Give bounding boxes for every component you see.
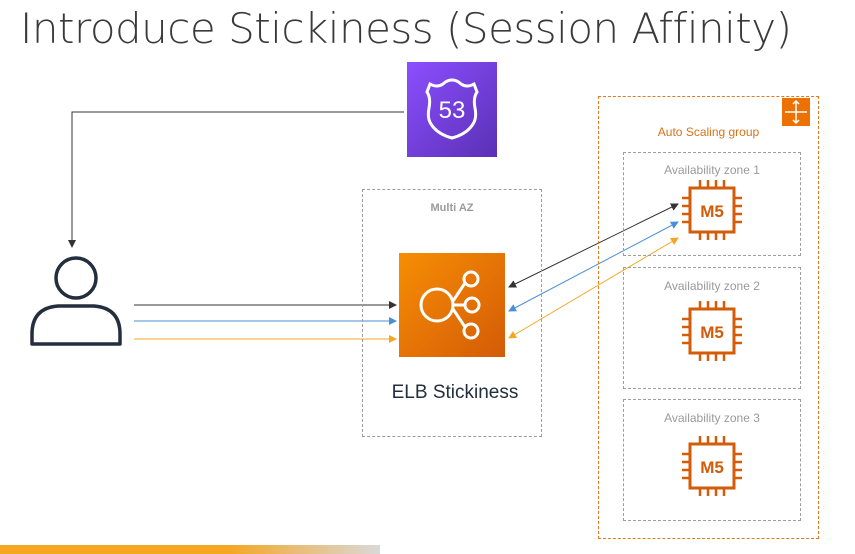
ec2-m5-label: M5 — [700, 202, 724, 221]
availability-zone-2-box — [623, 267, 801, 389]
ec2-m5-label: M5 — [700, 323, 724, 342]
route53-to-user-line — [68, 111, 404, 248]
route53-icon: 53 — [407, 62, 497, 157]
auto-scaling-group-label: Auto Scaling group — [657, 125, 760, 139]
route53-label: 53 — [439, 97, 466, 124]
availability-zone-1-label: Availability zone 1 — [664, 163, 760, 177]
elb-to-instance-orange-arrow — [508, 237, 679, 339]
user-icon — [30, 256, 122, 346]
availability-zone-2-label: Availability zone 2 — [664, 279, 760, 293]
auto-scaling-group-box — [598, 96, 819, 539]
elb-icon — [399, 253, 505, 357]
multi-az-box — [362, 189, 542, 437]
availability-zone-3-label: Availability zone 3 — [664, 411, 760, 425]
availability-zone-1-box — [623, 152, 801, 256]
ec2-m5-instance-icon: M5 — [682, 180, 742, 240]
ec2-m5-label: M5 — [700, 458, 724, 477]
bottom-accent-bar — [0, 545, 380, 554]
multi-az-label: Multi AZ — [430, 202, 474, 214]
auto-scaling-icon — [782, 98, 810, 126]
ec2-m5-instance-icon: M5 — [682, 436, 742, 496]
elb-label: ELB Stickiness — [391, 382, 519, 403]
page-title: Introduce Stickiness (Session Affinity) — [20, 4, 792, 53]
availability-zone-3-box — [623, 399, 801, 521]
ec2-m5-instance-icon: M5 — [682, 301, 742, 361]
